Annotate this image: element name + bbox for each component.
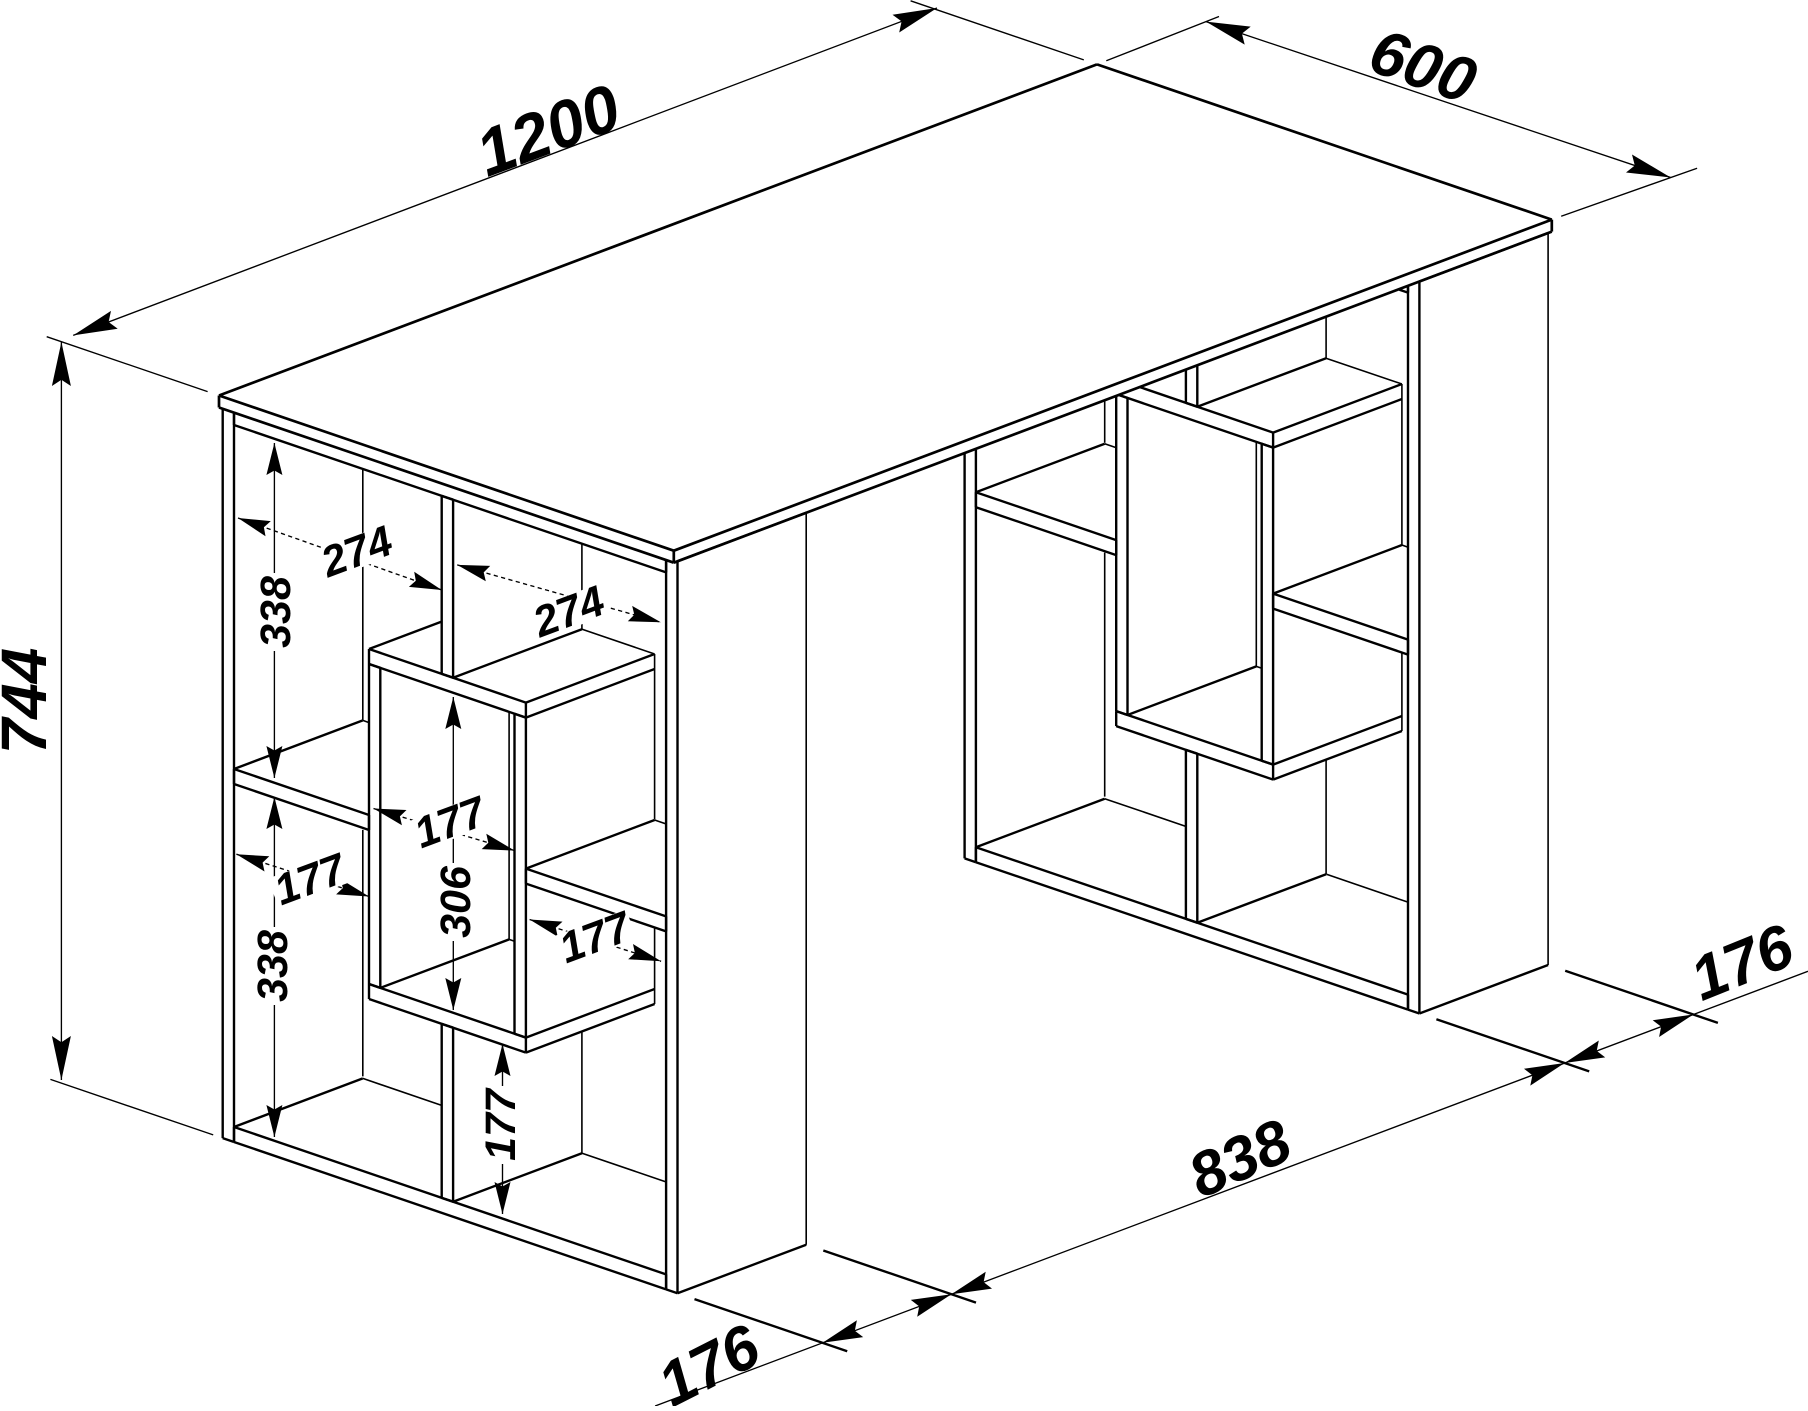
svg-text:338: 338 [252,576,300,648]
svg-text:338: 338 [249,930,297,1002]
svg-text:177: 177 [477,1087,525,1161]
svg-text:744: 744 [0,648,60,755]
svg-text:306: 306 [432,865,480,938]
